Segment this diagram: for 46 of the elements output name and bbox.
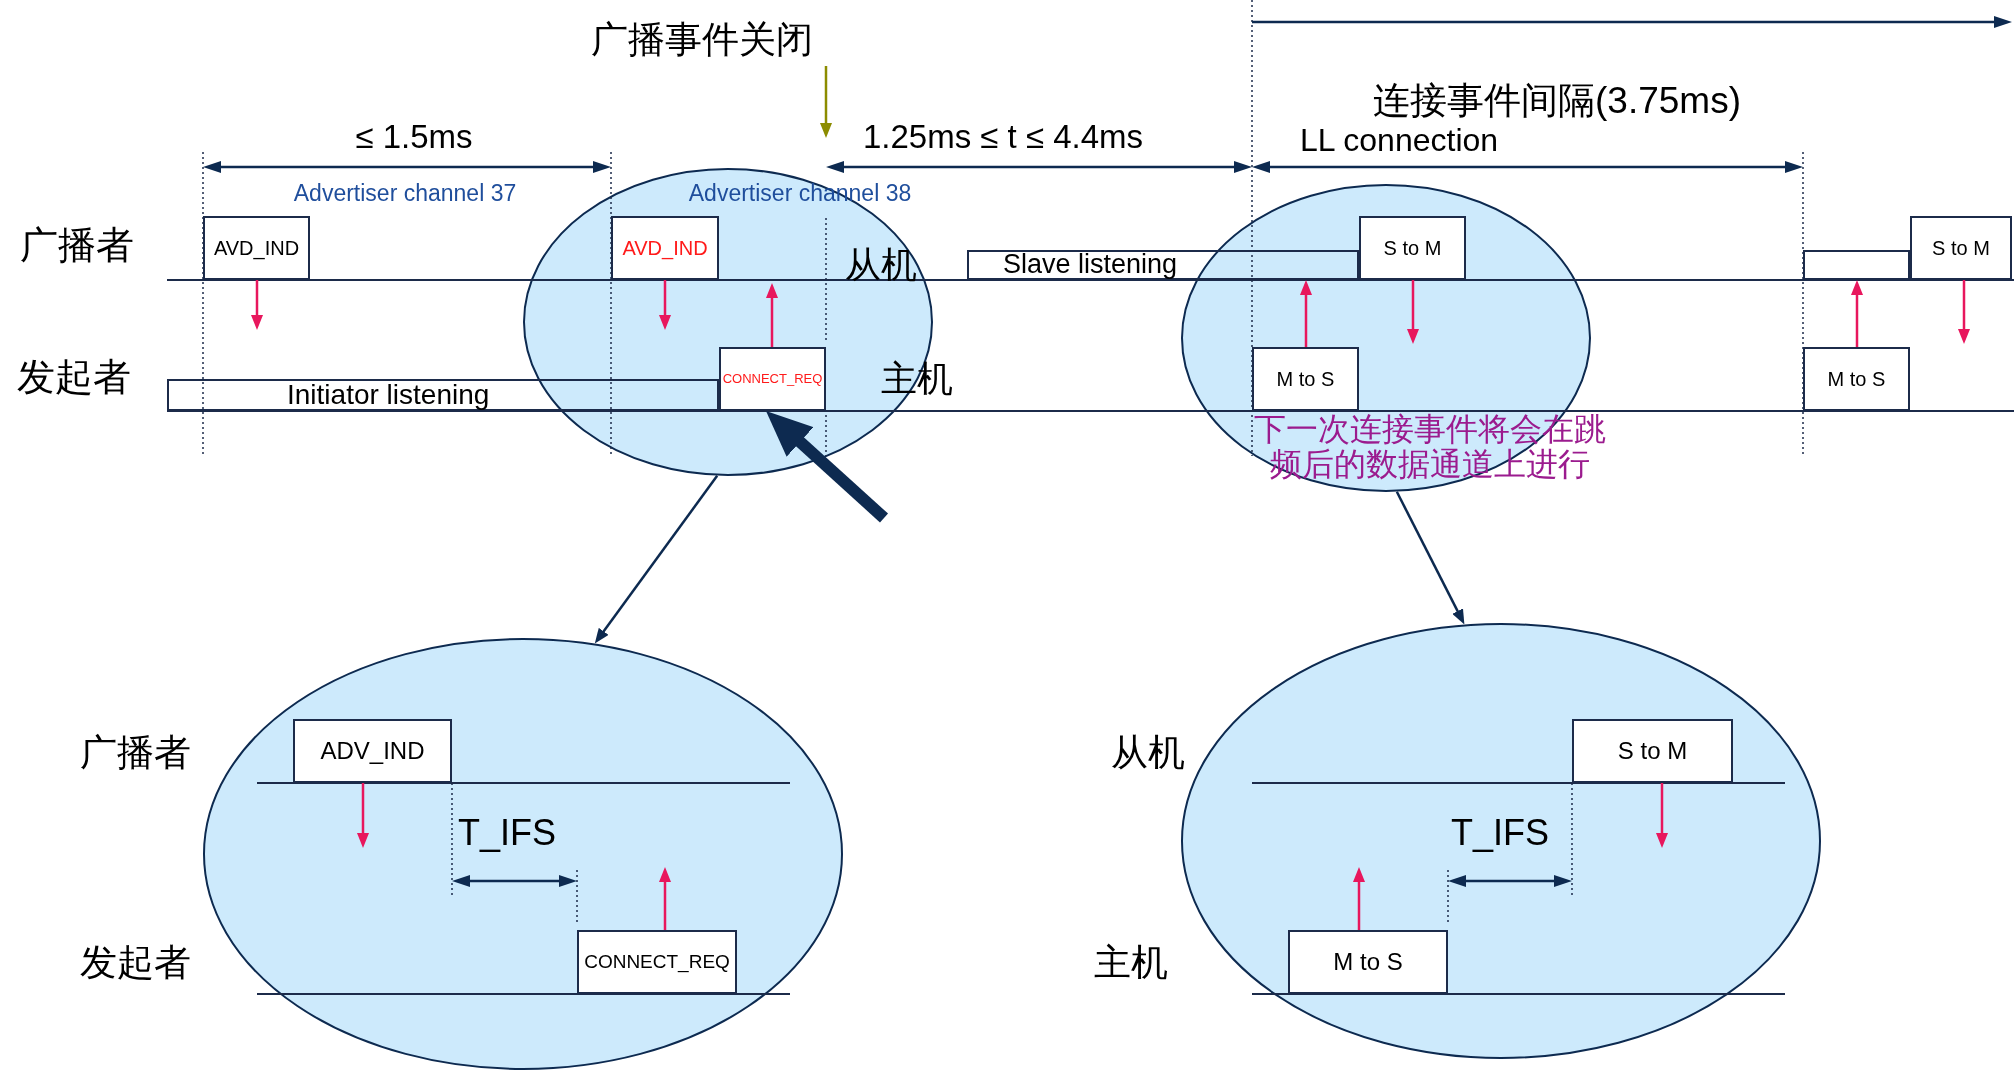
listening-window: Slave listening	[967, 250, 1359, 280]
connector-arrow	[1300, 280, 1312, 347]
signal-arrow	[251, 280, 263, 330]
signal-arrow	[1958, 280, 1970, 344]
interval-label: 连接事件间隔(3.75ms)	[1372, 80, 1742, 123]
role-label: 主机	[881, 358, 954, 400]
role-label: 广播者	[20, 224, 135, 268]
duration-label: 1.25ms ≤ t ≤ 4.4ms	[861, 118, 1145, 156]
signal-arrow	[659, 280, 671, 330]
packet-box: S to M	[1910, 216, 2012, 280]
duration-label: ≤ 1.5ms	[354, 118, 474, 156]
listening-window: Initiator listening	[167, 379, 719, 411]
signal-arrow	[1407, 280, 1419, 344]
packet-box: M to S	[1252, 347, 1359, 411]
packet-box: M to S	[1803, 347, 1910, 411]
signal-arrow	[766, 283, 778, 347]
role-label: 发起者	[17, 356, 132, 400]
annotation-text: 广播事件关闭	[585, 14, 830, 66]
highlight-ellipse	[203, 638, 843, 1070]
signal-arrow	[820, 66, 832, 138]
signal-arrow	[1353, 867, 1365, 930]
signal-arrow	[1656, 783, 1668, 848]
role-label: 广播者	[80, 732, 192, 775]
role-label: 发起者	[80, 942, 192, 985]
pointer-arrow	[766, 411, 889, 523]
role-label: 从机	[1111, 732, 1186, 775]
timing-label: T_IFS	[1451, 812, 1550, 854]
connector-arrow	[594, 475, 719, 644]
connector-arrow	[1395, 491, 1465, 625]
role-label: 从机	[845, 244, 918, 286]
duration-label: LL connection	[1300, 122, 1500, 159]
packet-box: S to M	[1572, 719, 1733, 783]
packet-box: AVD_IND	[611, 216, 719, 280]
packet-box: S to M	[1359, 216, 1466, 280]
packet-box: M to S	[1288, 930, 1448, 994]
listening-window-box	[1803, 250, 1910, 280]
timing-label: T_IFS	[458, 812, 557, 854]
packet-box: AVD_IND	[203, 216, 310, 280]
connector-arrow	[1851, 280, 1863, 347]
role-label: 主机	[1094, 942, 1169, 985]
packet-box: ADV_IND	[293, 719, 452, 783]
signal-arrow	[357, 783, 369, 848]
signal-arrow	[659, 867, 671, 930]
packet-box: CONNECT_REQ	[577, 930, 737, 994]
packet-box: CONNECT_REQ	[719, 347, 826, 411]
channel-label: Advertiser channel 37	[292, 180, 518, 207]
